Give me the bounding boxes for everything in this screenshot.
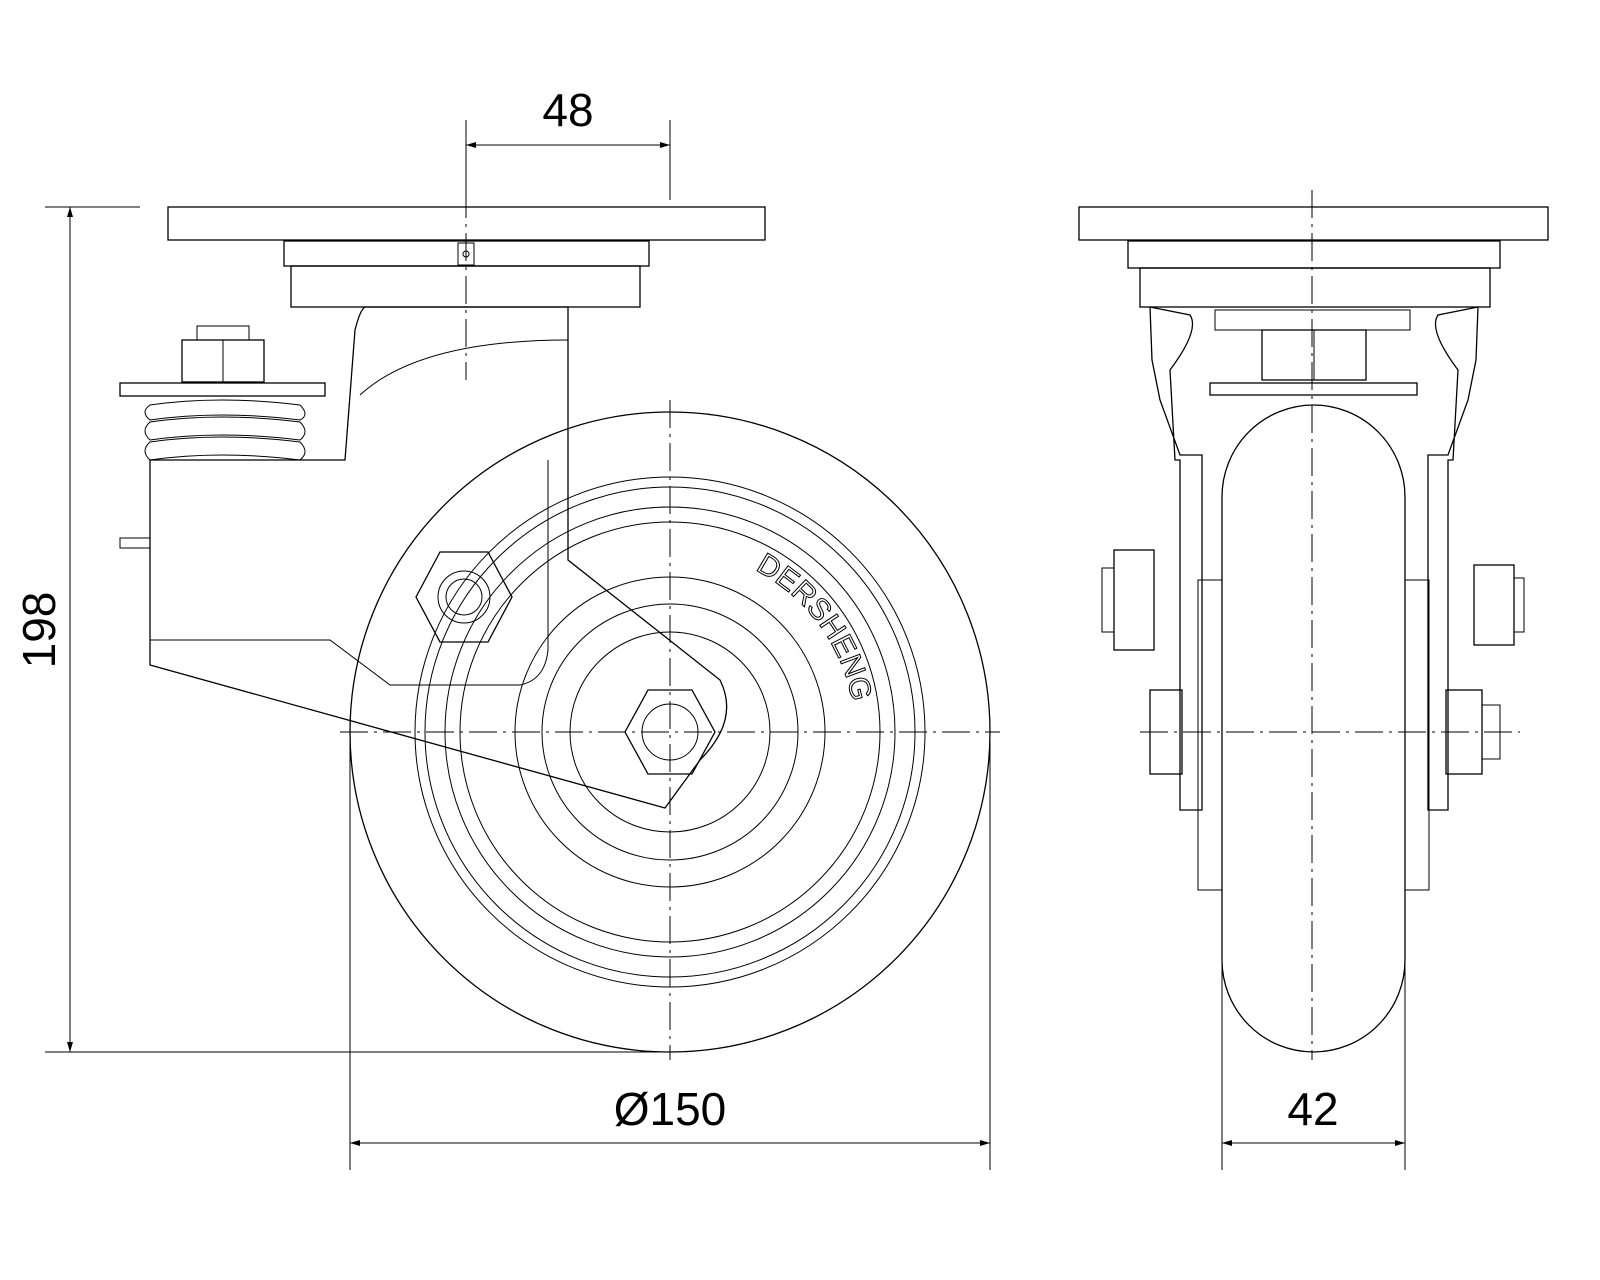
offset-dimension-label: 48 xyxy=(542,84,593,136)
pivot-nut-left-icon xyxy=(1113,549,1155,651)
front-wheel xyxy=(1221,404,1406,1053)
side-view: DERSHENG xyxy=(119,190,1000,1060)
height-dimension-label: 198 xyxy=(13,592,65,669)
spring-assembly xyxy=(119,325,326,549)
front-view xyxy=(1078,190,1549,1060)
front-top-plate xyxy=(1078,206,1549,241)
dimension-48: 48 xyxy=(465,84,671,200)
dimension-198: 198 xyxy=(13,206,670,1053)
dimension-150: Ø150 xyxy=(349,740,991,1170)
fork-arm xyxy=(149,306,728,809)
width-dimension-label: 42 xyxy=(1287,1083,1338,1135)
wheel-logo: DERSHENG xyxy=(751,547,877,704)
pivot-nut-icon xyxy=(415,551,513,643)
diameter-dimension-label: Ø150 xyxy=(614,1083,727,1135)
dimension-42: 42 xyxy=(1221,900,1406,1170)
wheel: DERSHENG xyxy=(349,411,991,1053)
pivot-nut-right-icon xyxy=(1473,564,1515,646)
